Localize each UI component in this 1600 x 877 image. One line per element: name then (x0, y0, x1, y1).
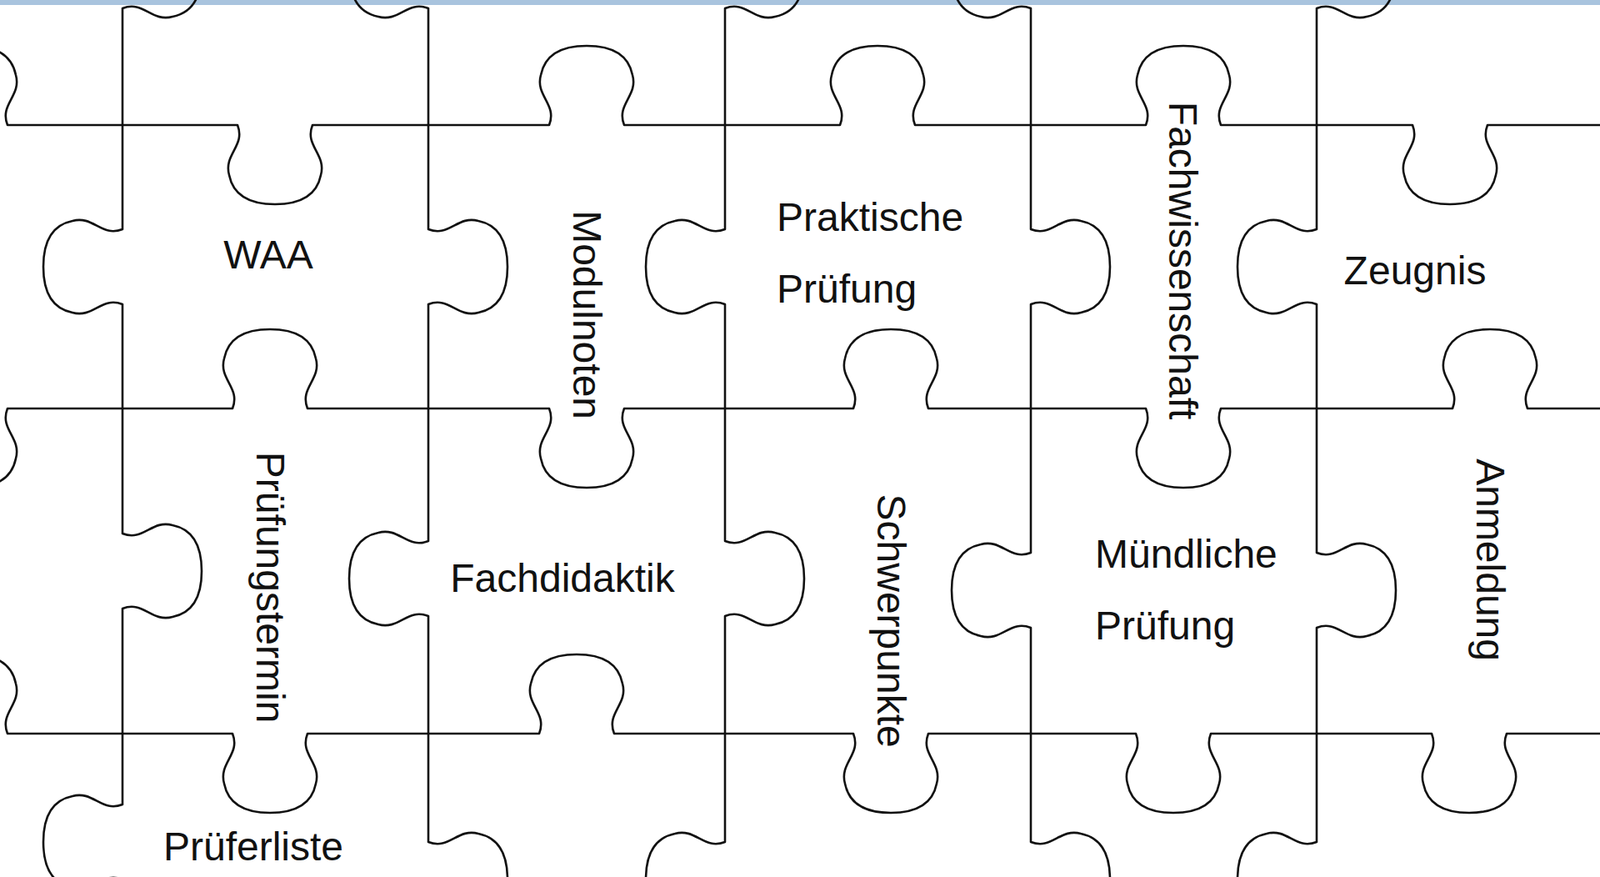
puzzle-piece: Zeugnis (1340, 247, 1490, 294)
puzzle-piece: Prüferliste (160, 823, 348, 870)
puzzle-cut-line (1030, 733, 1110, 877)
puzzle-cut-line (428, 125, 508, 409)
puzzle-cut-line (122, 733, 429, 813)
puzzle-cut-line (428, 408, 725, 488)
puzzle-cut-line (0, 654, 123, 734)
puzzle-piece: WAA (220, 231, 317, 278)
puzzle-piece: Fachwissenschaft (1160, 100, 1207, 420)
puzzle-cut-line (43, 733, 123, 877)
puzzle-cut-line (428, 654, 725, 734)
puzzle-cut-line (1237, 125, 1317, 409)
top-bar (0, 0, 1600, 5)
puzzle-cut-line (1316, 0, 1396, 125)
piece-label: Modulnoten (563, 210, 610, 420)
puzzle-cut-line (951, 408, 1031, 734)
puzzle-cut-line (0, 408, 123, 488)
puzzle-piece: Fachdidaktik (446, 555, 679, 601)
puzzle-cut-line (428, 733, 508, 877)
puzzle-cut-line (122, 408, 202, 734)
piece-label: Schwerpunkte (867, 493, 914, 747)
puzzle-cut-line (1237, 733, 1317, 877)
piece-label: Fachdidaktik (446, 555, 679, 601)
puzzle-piece: Prüfungstermin (247, 451, 294, 723)
piece-label: WAA (220, 231, 317, 278)
puzzle-cut-line (725, 329, 1031, 409)
puzzle-piece: Mündliche Prüfung (1095, 518, 1292, 662)
piece-label: Fachwissenschaft (1160, 100, 1206, 420)
puzzle-cut-line (1030, 408, 1317, 488)
piece-label: Praktische Prüfung (776, 181, 980, 325)
piece-label: Zeugnis (1340, 247, 1490, 294)
puzzle-cut-line (349, 408, 429, 734)
puzzle-cut-line (645, 125, 725, 409)
puzzle-cut-line (1030, 125, 1110, 409)
piece-label: Prüfungstermin (247, 450, 294, 722)
puzzle-cut-line (122, 329, 429, 409)
puzzle-piece: Praktische Prüfung (776, 181, 980, 325)
piece-label: Prüferliste (160, 823, 348, 870)
puzzle-cut-line (645, 733, 725, 877)
puzzle-cut-line (1316, 408, 1396, 734)
puzzle-cut-line (1030, 733, 1317, 813)
puzzle-cut-line (725, 408, 805, 734)
puzzle-cut-line (725, 0, 805, 125)
puzzle-cut-line (951, 0, 1031, 125)
puzzle-piece: Schwerpunkte (868, 493, 915, 747)
puzzle-piece: Modulnoten (564, 210, 610, 420)
puzzle-piece: Anmeldung (1467, 458, 1514, 661)
puzzle-cut-line (122, 0, 202, 125)
puzzle-cut-line (0, 45, 123, 125)
puzzle-cut-line (428, 45, 725, 125)
piece-label: Mündliche Prüfung (1095, 518, 1292, 662)
puzzle-cut-line (43, 125, 123, 409)
puzzle-cut-line (1316, 733, 1600, 813)
puzzle-cut-line (1316, 329, 1600, 409)
puzzle-cut-line (1316, 125, 1600, 205)
puzzle-cut-line (349, 0, 429, 125)
puzzle-cut-line (122, 125, 429, 205)
puzzle-cut-line (725, 45, 1031, 125)
piece-label: Anmeldung (1466, 458, 1513, 661)
